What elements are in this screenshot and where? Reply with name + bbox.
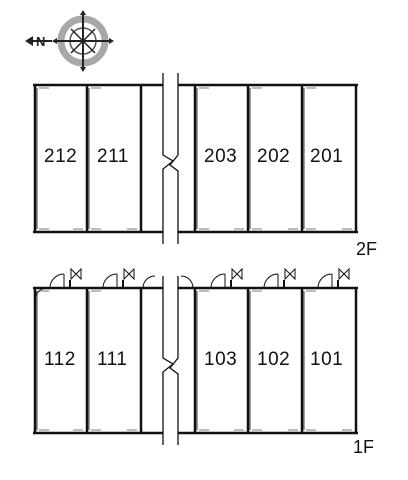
break-line-icon (169, 73, 179, 244)
window-mark (306, 86, 316, 89)
window-mark (199, 86, 209, 89)
door-swing-icon (317, 273, 333, 289)
meter-box-icon (289, 267, 296, 281)
window-mark (91, 228, 101, 231)
floor-2f: 212 211 203 202 201 2F (33, 73, 377, 259)
door-swing-icon (34, 287, 48, 301)
door-swing-icon (210, 273, 226, 289)
unit-201-label: 201 (310, 146, 343, 167)
window-mark (252, 228, 262, 231)
window-mark (306, 289, 316, 292)
unit-101-label: 101 (310, 349, 343, 370)
window-mark (39, 86, 49, 89)
unit-203-label: 203 (204, 146, 237, 167)
window-mark (127, 228, 137, 231)
floor-2f-label: 2F (356, 239, 377, 259)
floor-1f: 112 111 103 102 101 1F (33, 267, 374, 457)
unit-103-label: 103 (204, 349, 237, 370)
meter-box-icon (75, 267, 82, 281)
north-arrow-icon (25, 36, 52, 46)
window-mark (73, 429, 83, 432)
window-mark (91, 86, 101, 89)
window-mark (306, 228, 316, 231)
unit-212-label: 212 (44, 146, 77, 167)
floor-2f-shapes (33, 73, 358, 244)
window-mark (199, 289, 209, 292)
window-mark (288, 429, 298, 432)
door-swing-icon (49, 273, 65, 289)
meter-box-icon (231, 267, 238, 281)
window-mark (342, 228, 352, 231)
north-label: N (36, 34, 45, 49)
compass-rose-icon (52, 10, 114, 72)
door-swing-icon (263, 273, 279, 289)
window-mark (199, 228, 209, 231)
window-mark (234, 228, 244, 231)
break-line-icon (162, 276, 175, 445)
break-line-icon (162, 73, 175, 244)
meter-box-icon (70, 267, 77, 281)
compass: N (25, 10, 114, 72)
unit-211-label: 211 (97, 146, 129, 167)
window-mark (127, 429, 137, 432)
floor-1f-shapes (33, 267, 358, 445)
unit-112-label: 112 (44, 349, 76, 370)
meter-box-icon (338, 267, 345, 281)
window-mark (252, 289, 262, 292)
window-mark (234, 429, 244, 432)
unit-102-label: 102 (257, 349, 290, 370)
break-line-icon (169, 276, 179, 445)
window-mark (39, 429, 49, 432)
window-mark (199, 429, 209, 432)
window-mark (39, 289, 49, 292)
unit-202-label: 202 (257, 146, 290, 167)
window-mark (39, 228, 49, 231)
meter-box-icon (123, 267, 130, 281)
window-mark (73, 228, 83, 231)
door-swing-icon (180, 275, 194, 289)
meter-box-icon (284, 267, 291, 281)
door-swing-icon (102, 273, 118, 289)
door-swing-icon (142, 275, 156, 289)
window-mark (91, 289, 101, 292)
meter-box-icon (128, 267, 135, 281)
window-mark (288, 228, 298, 231)
window-mark (91, 429, 101, 432)
floor-1f-label: 1F (353, 437, 374, 457)
meter-box-icon (236, 267, 243, 281)
window-mark (342, 429, 352, 432)
window-mark (252, 429, 262, 432)
meter-box-icon (343, 267, 350, 281)
window-mark (306, 429, 316, 432)
window-mark (252, 86, 262, 89)
unit-111-label: 111 (97, 349, 127, 370)
